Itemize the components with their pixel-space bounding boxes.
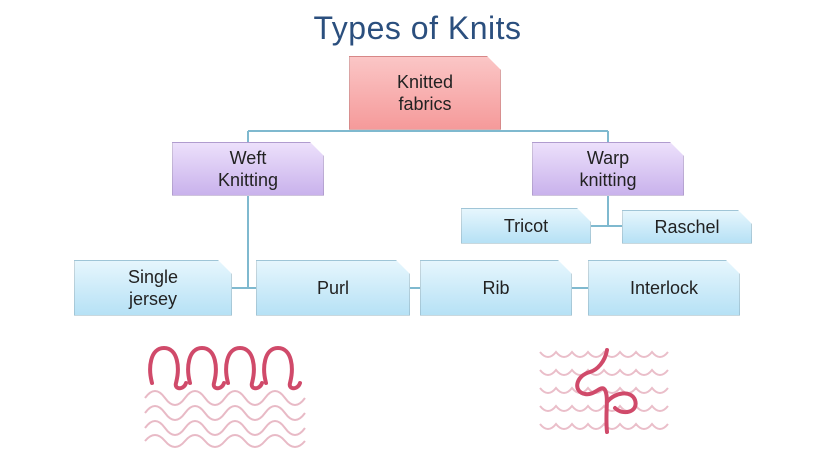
node-warp-knitting: Warp knitting — [532, 142, 684, 196]
weft-knit-loops-illustration — [144, 345, 306, 448]
node-raschel: Raschel — [622, 210, 752, 244]
node-weft-knitting: Weft Knitting — [172, 142, 324, 196]
node-warp-line2: knitting — [579, 170, 637, 190]
node-single-jersey-line1: Single — [127, 267, 179, 287]
node-weft-line1: Weft — [229, 148, 267, 168]
node-single-jersey: Single jersey — [74, 260, 232, 316]
node-single-jersey-line2: jersey — [128, 289, 177, 309]
node-interlock: Interlock — [588, 260, 740, 316]
node-knitted-fabrics-line2: fabrics — [398, 94, 452, 114]
warp-knit-loops-illustration — [539, 348, 669, 434]
node-purl: Purl — [256, 260, 410, 316]
node-warp-line1: Warp — [586, 148, 630, 168]
diagram-title: Types of Knits — [313, 10, 522, 46]
node-tricot: Tricot — [461, 208, 591, 244]
node-knitted-fabrics-line1: Knitted — [396, 72, 454, 92]
node-rib: Rib — [420, 260, 572, 316]
node-weft-line2: Knitting — [217, 170, 279, 190]
node-knitted-fabrics: Knitted fabrics — [349, 56, 501, 130]
